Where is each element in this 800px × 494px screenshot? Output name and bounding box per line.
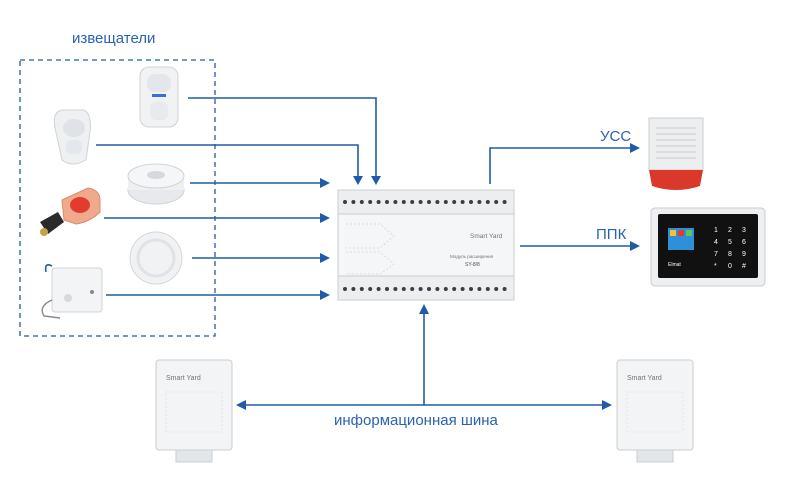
terminal-dot <box>485 287 490 291</box>
module-bottom-terminals <box>343 287 507 291</box>
terminal-dot <box>410 287 415 291</box>
keypad-key: 0 <box>728 263 732 270</box>
terminal-dot <box>410 200 415 204</box>
terminal-dot <box>477 200 482 204</box>
uss-label: УСС <box>600 128 632 145</box>
keypad-key: 6 <box>742 239 746 246</box>
module-top-terminals <box>343 200 507 204</box>
module-brand: Smart Yard <box>470 233 503 240</box>
terminal-dot <box>469 200 473 204</box>
module-title: Модуль расширения <box>450 254 494 259</box>
leak-sensor-icon <box>129 231 183 285</box>
terminal-dot <box>351 200 356 204</box>
arrowhead-motion-sensor <box>371 176 381 185</box>
terminal-dot <box>393 200 398 204</box>
module-model: SY-8/8 <box>465 262 480 268</box>
terminal-dot <box>385 287 389 291</box>
keypad-key: * <box>714 263 717 270</box>
keypad-key: # <box>742 263 746 270</box>
keypad-key: 4 <box>714 239 718 246</box>
corner-motion-sensor-icon <box>53 109 91 165</box>
bus-arrowhead-left <box>236 400 246 410</box>
remote-right-brand: Smart Yard <box>627 375 662 382</box>
arrowhead-corner-sensor <box>353 176 363 185</box>
terminal-dot <box>452 287 457 291</box>
terminal-dot <box>368 287 373 291</box>
ppk-label: ППК <box>596 226 627 243</box>
terminal-dot <box>460 200 465 204</box>
bus-arrowhead-right <box>602 400 612 410</box>
remote-module-left: Smart Yard <box>155 359 233 463</box>
detectors-group-frame <box>19 59 216 337</box>
terminal-dot <box>494 200 499 204</box>
detectors-label: извещатели <box>72 30 156 47</box>
keypad-key: 9 <box>742 251 746 258</box>
terminal-dot <box>376 287 381 291</box>
terminal-dot <box>427 287 431 291</box>
terminal-dot <box>435 200 440 204</box>
keypad-key: 7 <box>714 251 718 258</box>
terminal-dot <box>443 200 448 204</box>
keypad-key: 8 <box>728 251 732 258</box>
remote-left-brand: Smart Yard <box>166 375 201 382</box>
smoke-detector-icon <box>127 163 185 205</box>
terminal-dot <box>359 200 364 204</box>
terminal-dot <box>452 200 457 204</box>
arrowhead-panic-button <box>320 213 330 223</box>
keypad-key: 3 <box>742 227 746 234</box>
terminal-dot <box>485 200 490 204</box>
terminal-dot <box>368 200 373 204</box>
terminal-dot <box>343 287 347 291</box>
terminal-dot <box>401 200 406 204</box>
alarm-panel-icon: Elmat 1 2 3 4 5 6 7 8 9 * 0 # <box>650 207 766 287</box>
keypad-key: 5 <box>728 239 732 246</box>
connector-corner-sensor <box>96 144 359 180</box>
terminal-dot <box>393 287 398 291</box>
terminal-dot <box>427 200 431 204</box>
connector-motion-sensor <box>188 97 377 180</box>
terminal-dot <box>477 287 482 291</box>
terminal-dot <box>343 200 347 204</box>
terminal-dot <box>385 200 389 204</box>
motion-sensor-icon <box>139 66 179 128</box>
panel-brand: Elmat <box>668 262 681 268</box>
terminal-dot <box>502 200 507 204</box>
bus-arrowhead-up <box>419 304 429 314</box>
arrowhead-smoke-detector <box>320 178 330 188</box>
terminal-dot <box>401 287 406 291</box>
arrowhead-gas-detector <box>320 290 330 300</box>
terminal-dot <box>443 287 448 291</box>
gas-detector-icon <box>41 264 103 319</box>
terminal-dot <box>351 287 356 291</box>
keypad: 1 2 3 4 5 6 7 8 9 * 0 # <box>714 227 746 270</box>
terminal-dot <box>469 287 473 291</box>
terminal-dot <box>359 287 364 291</box>
connector-lines <box>96 97 640 410</box>
keypad-key: 1 <box>714 227 718 234</box>
terminal-dot <box>494 287 499 291</box>
terminal-dot <box>418 287 423 291</box>
remote-module-right: Smart Yard <box>616 359 694 463</box>
terminal-dot <box>435 287 440 291</box>
terminal-dot <box>376 200 381 204</box>
arrowhead-panel <box>630 241 640 251</box>
expansion-module: Smart Yard Модуль расширения SY-8/8 <box>337 189 515 301</box>
arrowhead-leak-sensor <box>320 253 330 263</box>
arrowhead-siren <box>630 143 640 153</box>
bus-label: информационная шина <box>334 412 498 429</box>
terminal-dot <box>418 200 423 204</box>
terminal-dot <box>502 287 507 291</box>
panic-button-icon <box>40 187 101 236</box>
connector-siren <box>489 147 632 184</box>
terminal-dot <box>460 287 465 291</box>
siren-icon <box>648 117 704 190</box>
keypad-key: 2 <box>728 227 732 234</box>
